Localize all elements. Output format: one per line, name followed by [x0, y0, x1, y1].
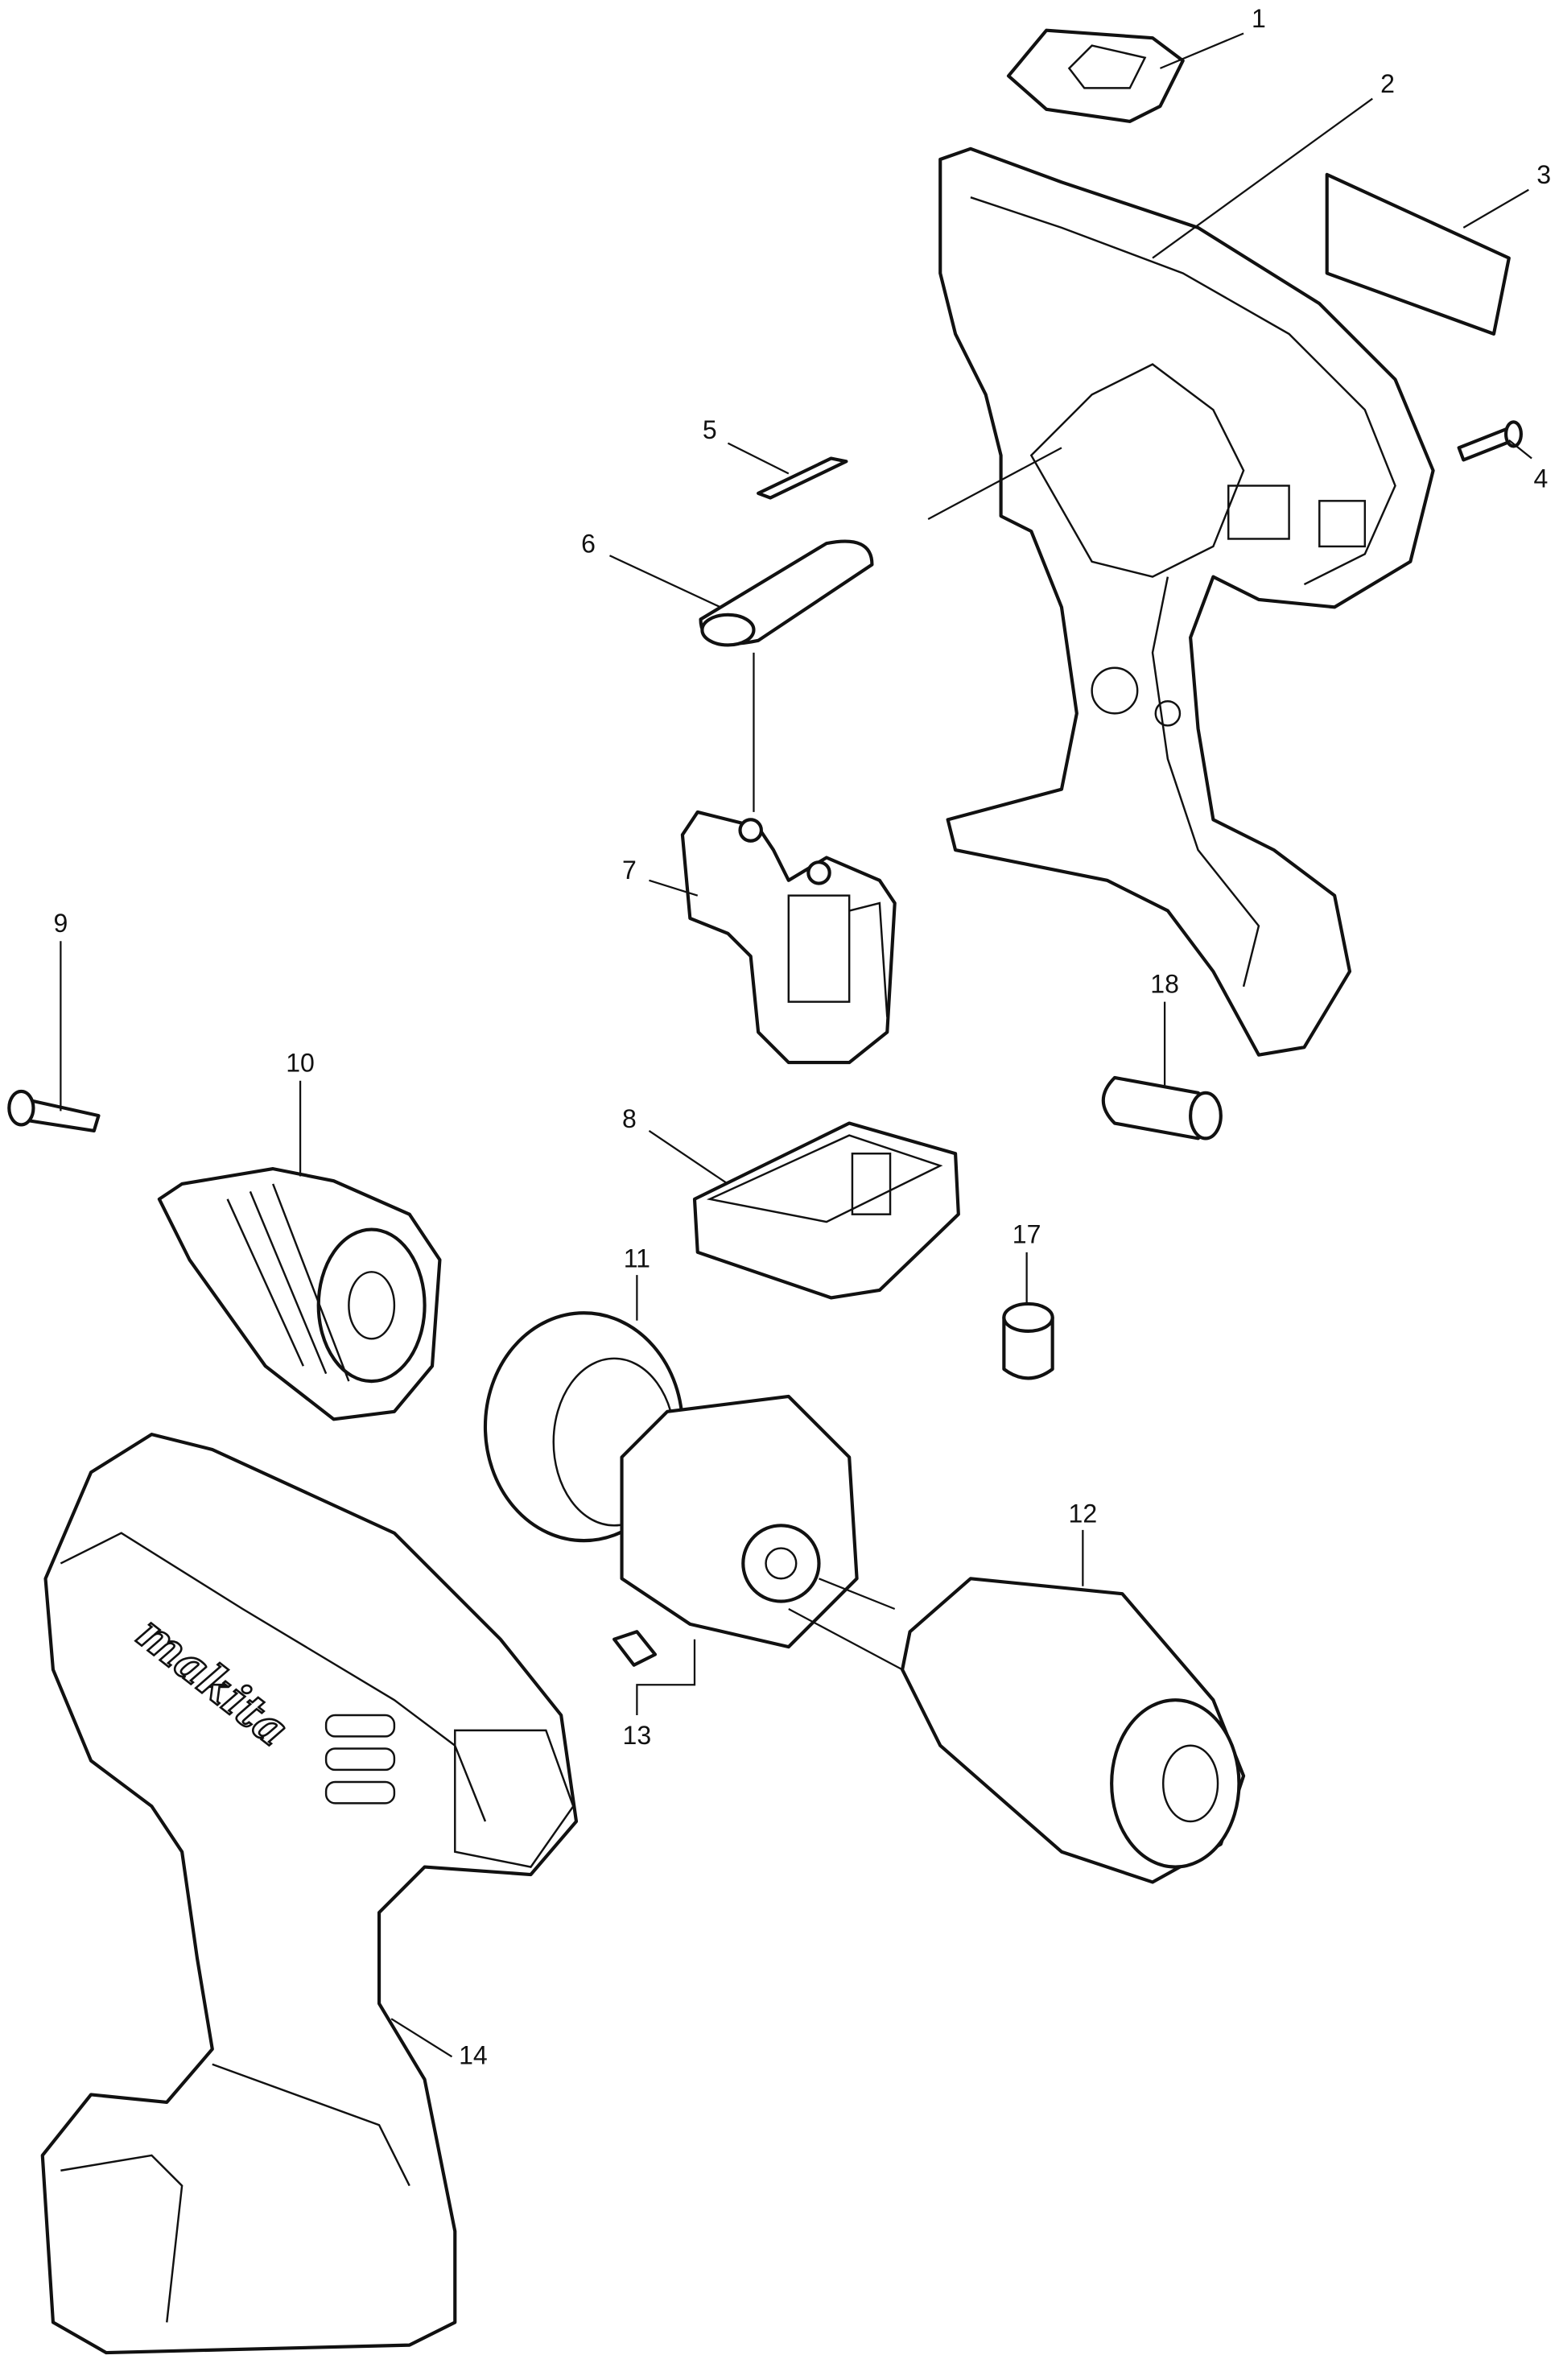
callout-8: 8: [622, 1104, 637, 1133]
callout-12: 12: [1069, 1499, 1098, 1528]
part-10-chuck: [157, 1167, 442, 1421]
part-6-lever: [699, 539, 874, 647]
part-12-motor: [901, 1577, 1246, 1884]
callout-1: 1: [1252, 4, 1266, 33]
callout-13: 13: [623, 1721, 652, 1750]
part-2-housing: [938, 146, 1435, 1057]
callout-14: 14: [459, 2041, 488, 2070]
part-1-cover: [1006, 28, 1185, 123]
part-18-sleeve: [1101, 1075, 1223, 1141]
callout-labels: 1 2 3 4 5 6 7 8 9 10 11 12 13 14 17 18: [53, 4, 1551, 2070]
part-17-bushing: [1002, 1301, 1054, 1380]
callout-18: 18: [1150, 969, 1179, 998]
part-9-bolt: [7, 1089, 101, 1133]
callout-4: 4: [1533, 464, 1548, 493]
part-13-screw: [612, 1630, 658, 1667]
callout-7: 7: [622, 856, 637, 885]
callout-5: 5: [703, 415, 717, 444]
callout-2: 2: [1380, 69, 1395, 98]
part-5-plate: [757, 456, 848, 500]
callout-10: 10: [286, 1048, 315, 1077]
leader-lines: [60, 32, 1532, 2058]
part-7-switch: [680, 810, 897, 1065]
part-4-screw: [1457, 420, 1523, 462]
callout-6: 6: [581, 529, 596, 558]
part-11-gear-assembly: [483, 1311, 859, 1649]
callout-3: 3: [1536, 160, 1551, 189]
part-3-plate: [1325, 172, 1511, 336]
callout-17: 17: [1013, 1219, 1041, 1248]
callout-11: 11: [624, 1244, 650, 1273]
callout-9: 9: [53, 909, 68, 938]
part-14-drill-body: makita: [40, 1433, 579, 2355]
part-8-base: [692, 1121, 960, 1300]
